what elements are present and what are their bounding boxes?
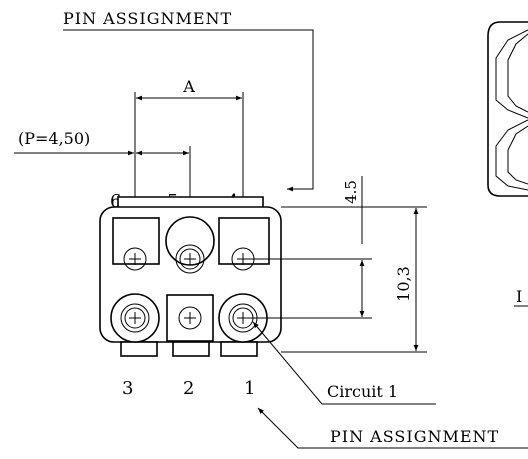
foot-3 [220, 341, 258, 357]
section-letter: I [516, 287, 522, 306]
dim-4-5-label: 4.5 [342, 180, 360, 204]
pin-2-label: 2 [183, 378, 194, 399]
pin-assignment-top-leader [63, 29, 314, 192]
pin-assignment-bottom-leader [257, 407, 528, 449]
dim-10-3-label: 10,3 [394, 266, 413, 302]
pitch-label: (P=4,50) [18, 129, 90, 148]
foot-2 [172, 341, 210, 357]
pin-terminal-3 [120, 303, 150, 333]
cavity-6 [112, 217, 160, 265]
pin-terminal-6 [123, 247, 147, 271]
foot-1 [120, 341, 158, 357]
circuit-1-label: Circuit 1 [327, 382, 398, 401]
pin-assignment-bottom-label: PIN ASSIGNMENT [330, 427, 499, 446]
pin-terminal-2 [178, 306, 202, 330]
pin-assignment-top-label: PIN ASSIGNMENT [63, 9, 232, 28]
side-view-partial [487, 21, 528, 197]
cavity-4 [218, 217, 270, 265]
latch-tab [117, 196, 264, 207]
pin-3-label: 3 [122, 378, 133, 399]
pin-terminal-5 [175, 244, 205, 274]
pin-1-label: 1 [244, 378, 255, 399]
pin-6-label: 6 [110, 191, 121, 212]
circuit-1-leader [252, 321, 436, 405]
dim-a-label: A [182, 77, 195, 96]
